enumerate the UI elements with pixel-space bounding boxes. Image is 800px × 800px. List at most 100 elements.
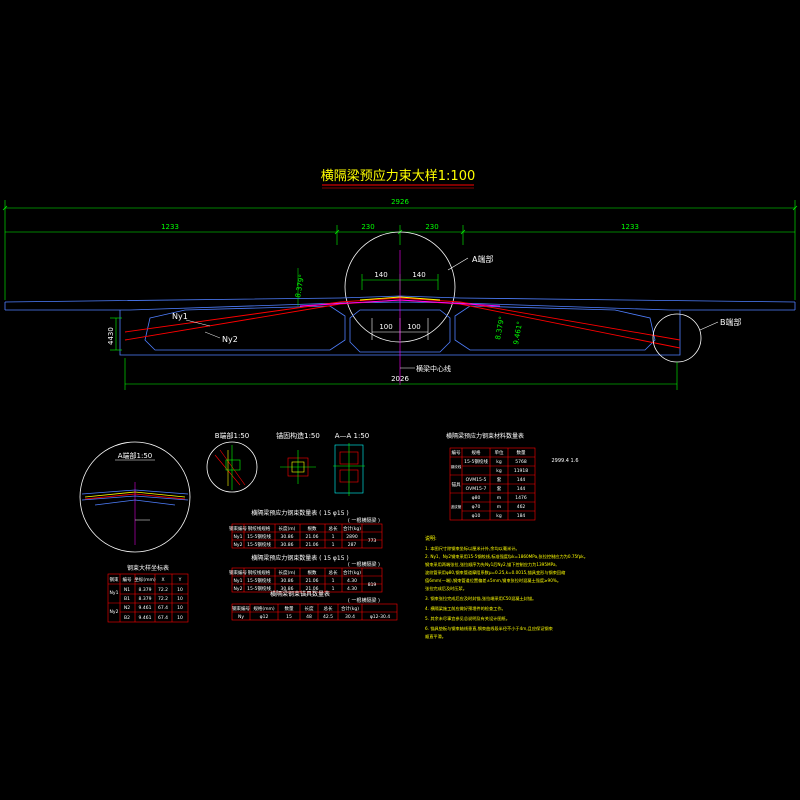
notes-line: 6. 锚具垫板与钢束轴线垂直,钢束曲线段半径不小于4m,且应保证钢束 [425, 625, 554, 632]
svg-text:钢束编号: 钢束编号 [229, 525, 247, 532]
materials-table-note: 2999.4 1.6 [551, 458, 578, 464]
centerline-label: 横梁中心线 [416, 364, 451, 373]
svg-text:144: 144 [517, 477, 526, 483]
dimension-right-label: 1233 [621, 223, 639, 231]
svg-text:8.379: 8.379 [139, 587, 152, 593]
table2-title: 横隔梁预应力钢束数量表 ( 15 φ15 ) [251, 554, 349, 562]
box-cells [144, 305, 656, 353]
svg-text:数量: 数量 [517, 449, 526, 456]
detail-b-leader [699, 321, 719, 331]
table2-text: 钢束编号 钢绞线规格 长度(m) 根数 总长 合计(kg) Ny1 15-5钢绞… [229, 569, 376, 592]
table1-grid [231, 523, 383, 549]
svg-text:30.86: 30.86 [281, 578, 294, 584]
svg-text:φ12: φ12 [260, 614, 269, 620]
coord-table-title: 钢束大样坐标表 [127, 564, 169, 572]
notes-block: 说明: 1. 本图尺寸除钢束坐标以厘米计外,余均以毫米计。 2. Ny1、Ny2… [425, 535, 588, 640]
svg-text:184: 184 [517, 513, 526, 519]
notes-line: 2. Ny1、Ny2钢束采用15-5钢绞线,标准强度fpk=1860MPa,张拉… [425, 553, 588, 560]
svg-text:规格(mm): 规格(mm) [253, 605, 275, 612]
svg-text:2890: 2890 [346, 534, 358, 540]
svg-text:锚具: 锚具 [452, 481, 461, 488]
svg-text:9.461: 9.461 [139, 605, 152, 611]
svg-text:30.4: 30.4 [345, 614, 355, 620]
svg-text:287: 287 [348, 542, 357, 548]
tendons [124, 296, 681, 349]
dimension-100-left-label: 100 [379, 323, 392, 331]
svg-text:1: 1 [332, 578, 335, 584]
tendon-ny2-leader [204, 331, 221, 339]
svg-text:数量: 数量 [285, 605, 294, 612]
angle-right-b-label: 9.461° [512, 321, 524, 346]
svg-text:kg: kg [496, 468, 502, 474]
svg-text:长度(m): 长度(m) [279, 569, 296, 576]
svg-text:长度: 长度 [305, 605, 314, 612]
anchor-detail [280, 450, 316, 484]
angle-left-label: 8.379° [294, 274, 306, 299]
table3-title: 横隔梁钢束锚具数量表 [270, 590, 330, 598]
svg-text:15-5钢绞线: 15-5钢绞线 [247, 541, 271, 548]
svg-text:钢束: 钢束 [110, 576, 119, 583]
coord-table-grid [107, 573, 189, 623]
dimension-bottom-label: 2026 [391, 375, 409, 383]
svg-text:15-5钢绞线: 15-5钢绞线 [247, 577, 271, 584]
svg-text:21.06: 21.06 [306, 534, 319, 540]
svg-text:72.2: 72.2 [158, 596, 168, 602]
notes-heading: 说明: [425, 535, 437, 542]
table3-grid [231, 603, 398, 621]
notes-line: 4. 横隔梁施工前应做好预埋件的检查工作。 [425, 605, 506, 612]
svg-text:X: X [161, 577, 164, 583]
coord-table-text: 钢束 编号 坐标(mm) X Y Ny1 N1 8.379 72.2 10 B1… [110, 576, 183, 621]
detail-b-small-lines [214, 445, 246, 490]
table1-note: ( 一根横隔梁 ) [348, 517, 380, 524]
svg-text:1: 1 [332, 542, 335, 548]
svg-text:根数: 根数 [308, 569, 317, 576]
svg-text:规格: 规格 [472, 449, 481, 456]
svg-text:Ny2: Ny2 [110, 609, 119, 615]
svg-text:m: m [497, 496, 501, 501]
svg-text:总长: 总长 [329, 569, 338, 576]
drawing-title: 横隔梁预应力束大样1:100 [321, 168, 475, 184]
detail-a-large-title: A端部1:50 [118, 451, 153, 460]
svg-text:套: 套 [497, 476, 502, 483]
svg-text:15-5钢绞线: 15-5钢绞线 [247, 585, 271, 592]
svg-text:10: 10 [177, 596, 183, 602]
svg-text:Ny2: Ny2 [234, 586, 243, 592]
tendon-ny1-label: Ny1 [172, 312, 188, 321]
svg-text:Ny1: Ny1 [110, 590, 119, 596]
svg-text:10: 10 [177, 587, 183, 593]
svg-text:总长: 总长 [324, 605, 333, 612]
notes-line: 钢束采用两端张拉,张拉顺序为先Ny1后Ny2,锚下控制应力为1395MPa, [425, 561, 557, 568]
anchor-detail-title: 锚固构造1:50 [276, 431, 320, 440]
svg-text:钢绞线规格: 钢绞线规格 [248, 569, 271, 576]
svg-text:9.461: 9.461 [139, 615, 152, 621]
section-aa-title: A—A 1:50 [335, 432, 370, 440]
dimension-center-left-label: 230 [361, 223, 374, 231]
svg-text:长度(m): 长度(m) [279, 525, 296, 532]
table2-grid [231, 567, 383, 593]
svg-text:总长: 总长 [329, 525, 338, 532]
svg-text:kg: kg [496, 513, 502, 519]
svg-text:30.86: 30.86 [281, 542, 294, 548]
svg-text:21.06: 21.06 [306, 542, 319, 548]
svg-text:67.4: 67.4 [158, 615, 168, 621]
notes-line: 5. 其余未尽事宜参见总说明及有关设计图纸。 [425, 615, 510, 622]
svg-text:8.379: 8.379 [139, 596, 152, 602]
table3-text: 钢束编号 规格(mm) 数量 长度 总长 合计(kg) Ny φ12 15 48… [232, 605, 390, 620]
dimension-vertical-label: 4430 [107, 327, 115, 345]
svg-text:φ10: φ10 [472, 513, 481, 519]
svg-text:21.06: 21.06 [306, 578, 319, 584]
svg-text:波纹管: 波纹管 [451, 504, 462, 509]
table3-note: ( 一根横隔梁 ) [348, 597, 380, 604]
svg-text:144: 144 [517, 486, 526, 492]
detail-a-leader [447, 257, 469, 271]
dimension-100-right-label: 100 [407, 323, 420, 331]
svg-text:套: 套 [497, 485, 502, 492]
svg-text:合计(kg): 合计(kg) [343, 569, 361, 576]
svg-text:Ny1: Ny1 [234, 534, 243, 540]
svg-text:11918: 11918 [514, 468, 528, 474]
svg-text:根数: 根数 [308, 525, 317, 532]
svg-text:N1: N1 [124, 587, 130, 593]
svg-text:编号: 编号 [452, 449, 461, 456]
